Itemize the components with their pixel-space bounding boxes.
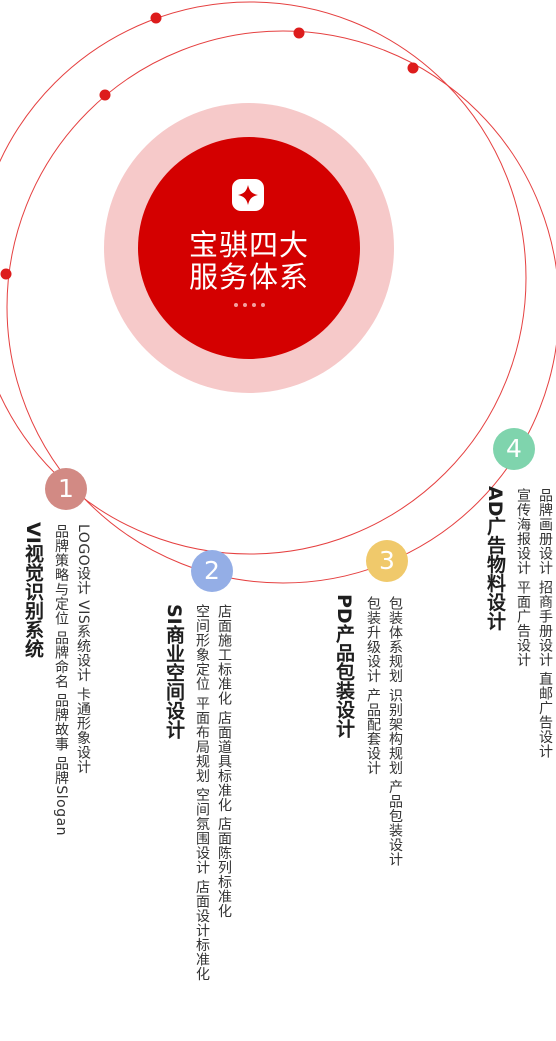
service-4-items-col1: 品牌画册设计 招商手册设计 直邮广告设计 [537, 488, 553, 759]
service-1-number-badge: 1 [45, 468, 87, 510]
orbit-ring-inner [6, 30, 556, 584]
service-1-items-col1: LOGO设计 VIS系统设计 卡通形象设计 [75, 524, 91, 775]
pager-dots [234, 303, 274, 309]
service-1-title: VI视觉识别系统 [22, 522, 44, 658]
orbit-dot [293, 27, 305, 39]
service-3-items-col1: 包装体系规划 识别架构规划 产品包装设计 [387, 596, 403, 867]
service-1-items-col2: 品牌策略与定位 品牌命名 品牌故事 品牌Slogan [53, 524, 69, 837]
service-4-number-badge: 4 [493, 428, 535, 470]
brand-logo-icon [232, 179, 264, 211]
service-2-items-col1: 店面施工标准化 店面道具标准化 店面陈列标准化 [216, 604, 232, 919]
service-3-number-badge: 3 [366, 540, 408, 582]
orbit-ring-outer [0, 1, 527, 555]
orbit-dot [407, 62, 419, 74]
service-3-items-col2: 包装升级设计 产品配套设计 [365, 596, 381, 775]
service-2-title: SI商业空间设计 [163, 604, 185, 739]
service-3-title: PD产品包装设计 [333, 594, 355, 738]
orbit-dot [99, 89, 111, 101]
center-title-line1: 宝骐四大 [188, 228, 309, 262]
center-core: 宝骐四大 服务体系 [138, 137, 360, 359]
orbit-dot [150, 12, 162, 24]
center-title-line2: 服务体系 [188, 260, 309, 294]
orbit-dot [0, 268, 12, 280]
service-4-items-col2: 宣传海报设计 平面广告设计 [515, 488, 531, 667]
service-4-title: AD广告物料设计 [484, 486, 506, 631]
service-2-items-col2: 空间形象定位 平面布局规划 空间氛围设计 店面设计标准化 [194, 604, 210, 982]
service-2-number-badge: 2 [191, 550, 233, 592]
